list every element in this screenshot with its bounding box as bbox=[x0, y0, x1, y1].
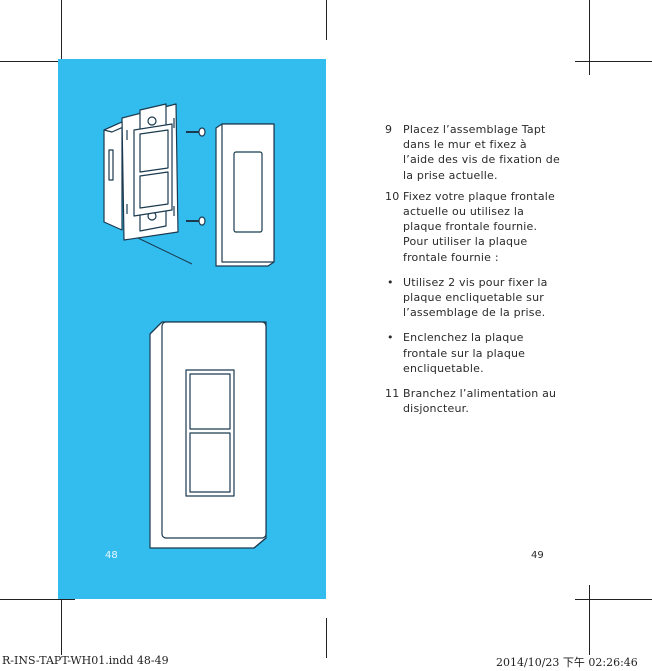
bullet-text: Enclenchez la plaque frontale sur la pla… bbox=[403, 331, 526, 375]
slug-filename: R-INS-TAPT-WH01.indd 48-49 bbox=[2, 654, 169, 667]
bullet-marker: • bbox=[387, 331, 394, 345]
slug-timestamp: 2014/10/23 下午 02:26:46 bbox=[496, 656, 638, 669]
crop-mark bbox=[589, 585, 590, 655]
step-number: 10 bbox=[385, 189, 400, 203]
crop-mark bbox=[61, 0, 62, 75]
instructions-column: 9 Placez l’assemblage Tapt dans le mur e… bbox=[385, 122, 560, 422]
step-text: Fixez votre plaque frontale actuelle ou … bbox=[403, 189, 556, 264]
crop-mark bbox=[589, 0, 590, 75]
crop-mark bbox=[0, 599, 75, 600]
step-item: 11 Branchez l’alimentation au disjoncteu… bbox=[385, 386, 560, 416]
step-item: 10 Fixez votre plaque frontale actuelle … bbox=[385, 189, 560, 265]
crop-mark bbox=[326, 618, 327, 658]
crop-mark bbox=[575, 599, 652, 600]
step-number: 11 bbox=[385, 387, 400, 401]
step-number: 9 bbox=[385, 123, 393, 136]
page-number-right: 49 bbox=[531, 550, 544, 561]
bullet-item: • Enclenchez la plaque frontale sur la p… bbox=[385, 330, 560, 376]
crop-mark bbox=[61, 585, 62, 655]
step-item: 9 Placez l’assemblage Tapt dans le mur e… bbox=[385, 122, 560, 183]
crop-mark bbox=[575, 61, 652, 62]
bullet-text: Utilisez 2 vis pour fixer la plaque encl… bbox=[403, 275, 548, 320]
bullet-item: • Utilisez 2 vis pour fixer la plaque en… bbox=[385, 275, 560, 321]
bullet-marker: • bbox=[387, 275, 394, 289]
crop-mark bbox=[0, 61, 75, 62]
step-text: Placez l’assemblage Tapt dans le mur et … bbox=[403, 123, 560, 182]
step-text: Branchez l’alimentation au disjoncteur. bbox=[403, 387, 557, 416]
page-number-left: 48 bbox=[105, 550, 118, 561]
crop-mark bbox=[326, 0, 327, 40]
